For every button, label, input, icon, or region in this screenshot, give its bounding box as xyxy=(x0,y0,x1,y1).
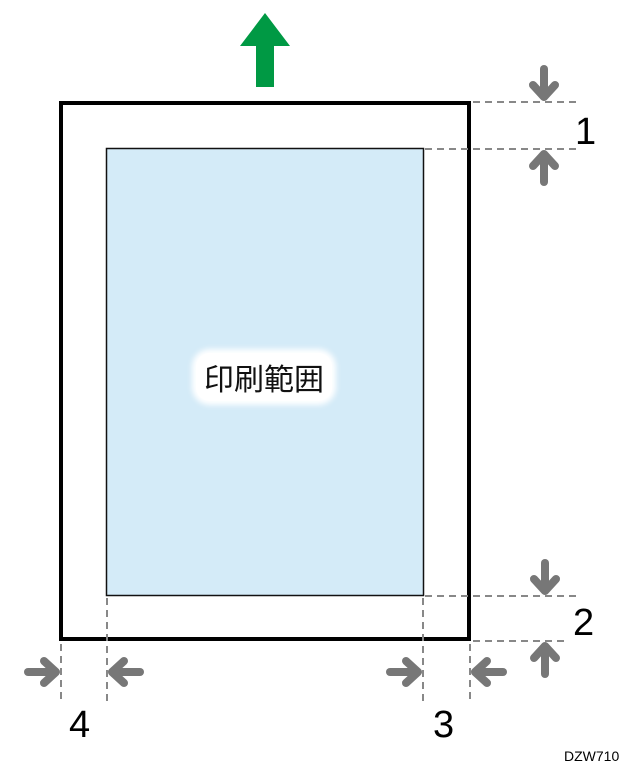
left-margin-arrow-right-icon xyxy=(28,661,56,683)
margin-label-4: 4 xyxy=(69,704,91,746)
printable-area-label: 印刷範囲 xyxy=(196,353,332,401)
margin-label-2: 2 xyxy=(573,602,595,644)
bottom-margin-arrow-up-icon xyxy=(534,646,556,674)
figure-code: DZW710 xyxy=(564,748,620,764)
top-margin-arrow-up-icon xyxy=(533,154,555,182)
dashed-guides xyxy=(60,101,576,702)
feed-direction-arrow-icon xyxy=(240,13,290,87)
margin-label-1: 1 xyxy=(575,111,597,153)
top-margin-arrow-down-icon xyxy=(533,69,555,97)
margin-label-3: 3 xyxy=(433,704,455,746)
right-margin-arrow-right-icon xyxy=(390,661,418,683)
left-margin-arrow-left-icon xyxy=(112,661,140,683)
bottom-margin-arrow-down-icon xyxy=(534,563,556,591)
right-margin-arrow-left-icon xyxy=(475,661,503,683)
